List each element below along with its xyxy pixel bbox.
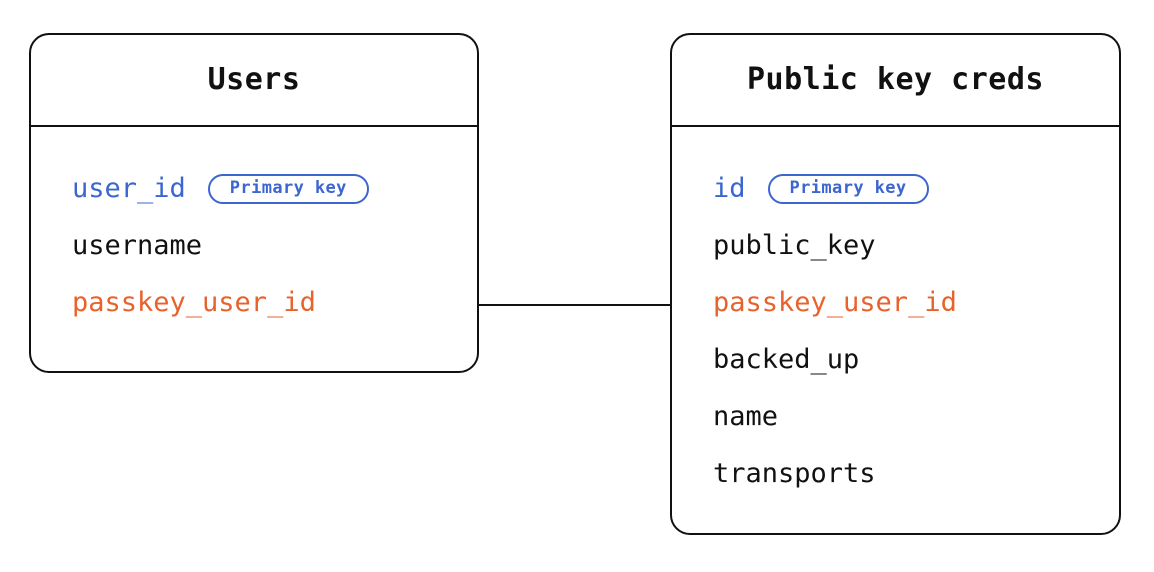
- entity-public-key-creds-header: Public key creds: [672, 35, 1119, 127]
- field-row-id[interactable]: id Primary key: [713, 160, 1119, 217]
- entity-public-key-creds-title: Public key creds: [747, 62, 1044, 97]
- field-name-passkey-user-id: passkey_user_id: [713, 287, 957, 318]
- field-row-passkey-user-id[interactable]: passkey_user_id: [72, 274, 477, 331]
- entity-users-field-list: user_id Primary key username passkey_use…: [31, 127, 477, 331]
- entity-users-title: Users: [207, 62, 301, 97]
- field-row-public-key[interactable]: public_key: [713, 217, 1119, 274]
- primary-key-badge: Primary key: [767, 173, 929, 204]
- field-name-passkey-user-id: passkey_user_id: [72, 287, 316, 318]
- field-row-username[interactable]: username: [72, 217, 477, 274]
- field-name-transports: transports: [713, 458, 876, 489]
- field-row-transports[interactable]: transports: [713, 445, 1119, 502]
- primary-key-badge: Primary key: [207, 173, 369, 204]
- entity-users-header: Users: [31, 35, 477, 127]
- field-name-user-id: user_id: [72, 173, 186, 204]
- field-row-passkey-user-id[interactable]: passkey_user_id: [713, 274, 1119, 331]
- entity-users[interactable]: Users user_id Primary key username passk…: [29, 33, 479, 373]
- field-row-backed-up[interactable]: backed_up: [713, 331, 1119, 388]
- field-row-user-id[interactable]: user_id Primary key: [72, 160, 477, 217]
- field-name-public-key: public_key: [713, 230, 876, 261]
- field-name-username: username: [72, 230, 203, 261]
- field-name-id: id: [713, 173, 746, 204]
- entity-public-key-creds-field-list: id Primary key public_key passkey_user_i…: [672, 127, 1119, 502]
- relationship-connector-line: [479, 304, 670, 306]
- field-row-name[interactable]: name: [713, 388, 1119, 445]
- entity-public-key-creds[interactable]: Public key creds id Primary key public_k…: [670, 33, 1121, 535]
- field-name-backed-up: backed_up: [713, 344, 860, 375]
- field-name-name: name: [713, 401, 779, 432]
